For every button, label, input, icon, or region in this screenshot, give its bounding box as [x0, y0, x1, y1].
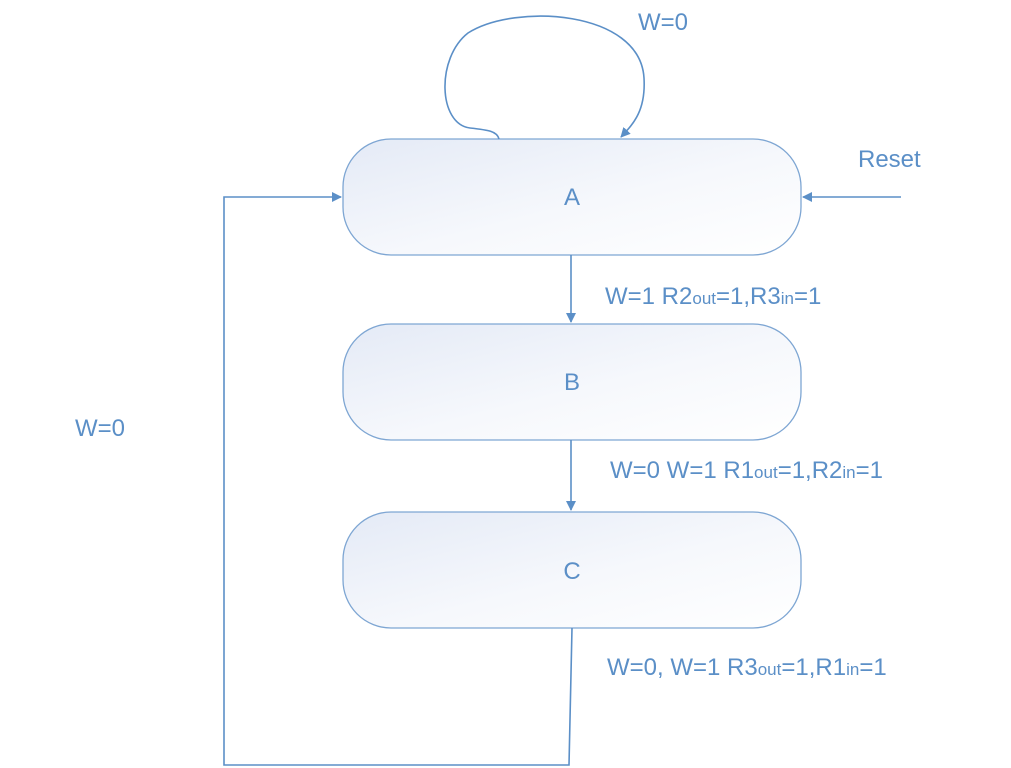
state-a-box	[342, 138, 802, 256]
a-self-loop-label: W=0	[638, 9, 688, 36]
state-b[interactable]: B	[342, 323, 802, 441]
state-b-label: B	[564, 369, 580, 396]
c-to-a-label: W=0, W=1 R3out=1,R1in=1	[607, 654, 887, 681]
state-c-label: C	[563, 558, 580, 585]
state-b-box	[342, 323, 802, 441]
c-to-a-arrow	[223, 192, 573, 766]
a-to-b-label: W=1 R2out=1,R3in=1	[605, 283, 821, 310]
reset-label: Reset	[858, 146, 921, 173]
a-self-loop-arrow	[444, 15, 645, 140]
state-a[interactable]: A	[342, 138, 802, 256]
state-a-label: A	[564, 184, 580, 211]
c-to-a-loop-label: W=0	[75, 415, 125, 442]
b-to-c-label: W=0 W=1 R1out=1,R2in=1	[610, 457, 883, 484]
state-c[interactable]: C	[342, 511, 802, 629]
